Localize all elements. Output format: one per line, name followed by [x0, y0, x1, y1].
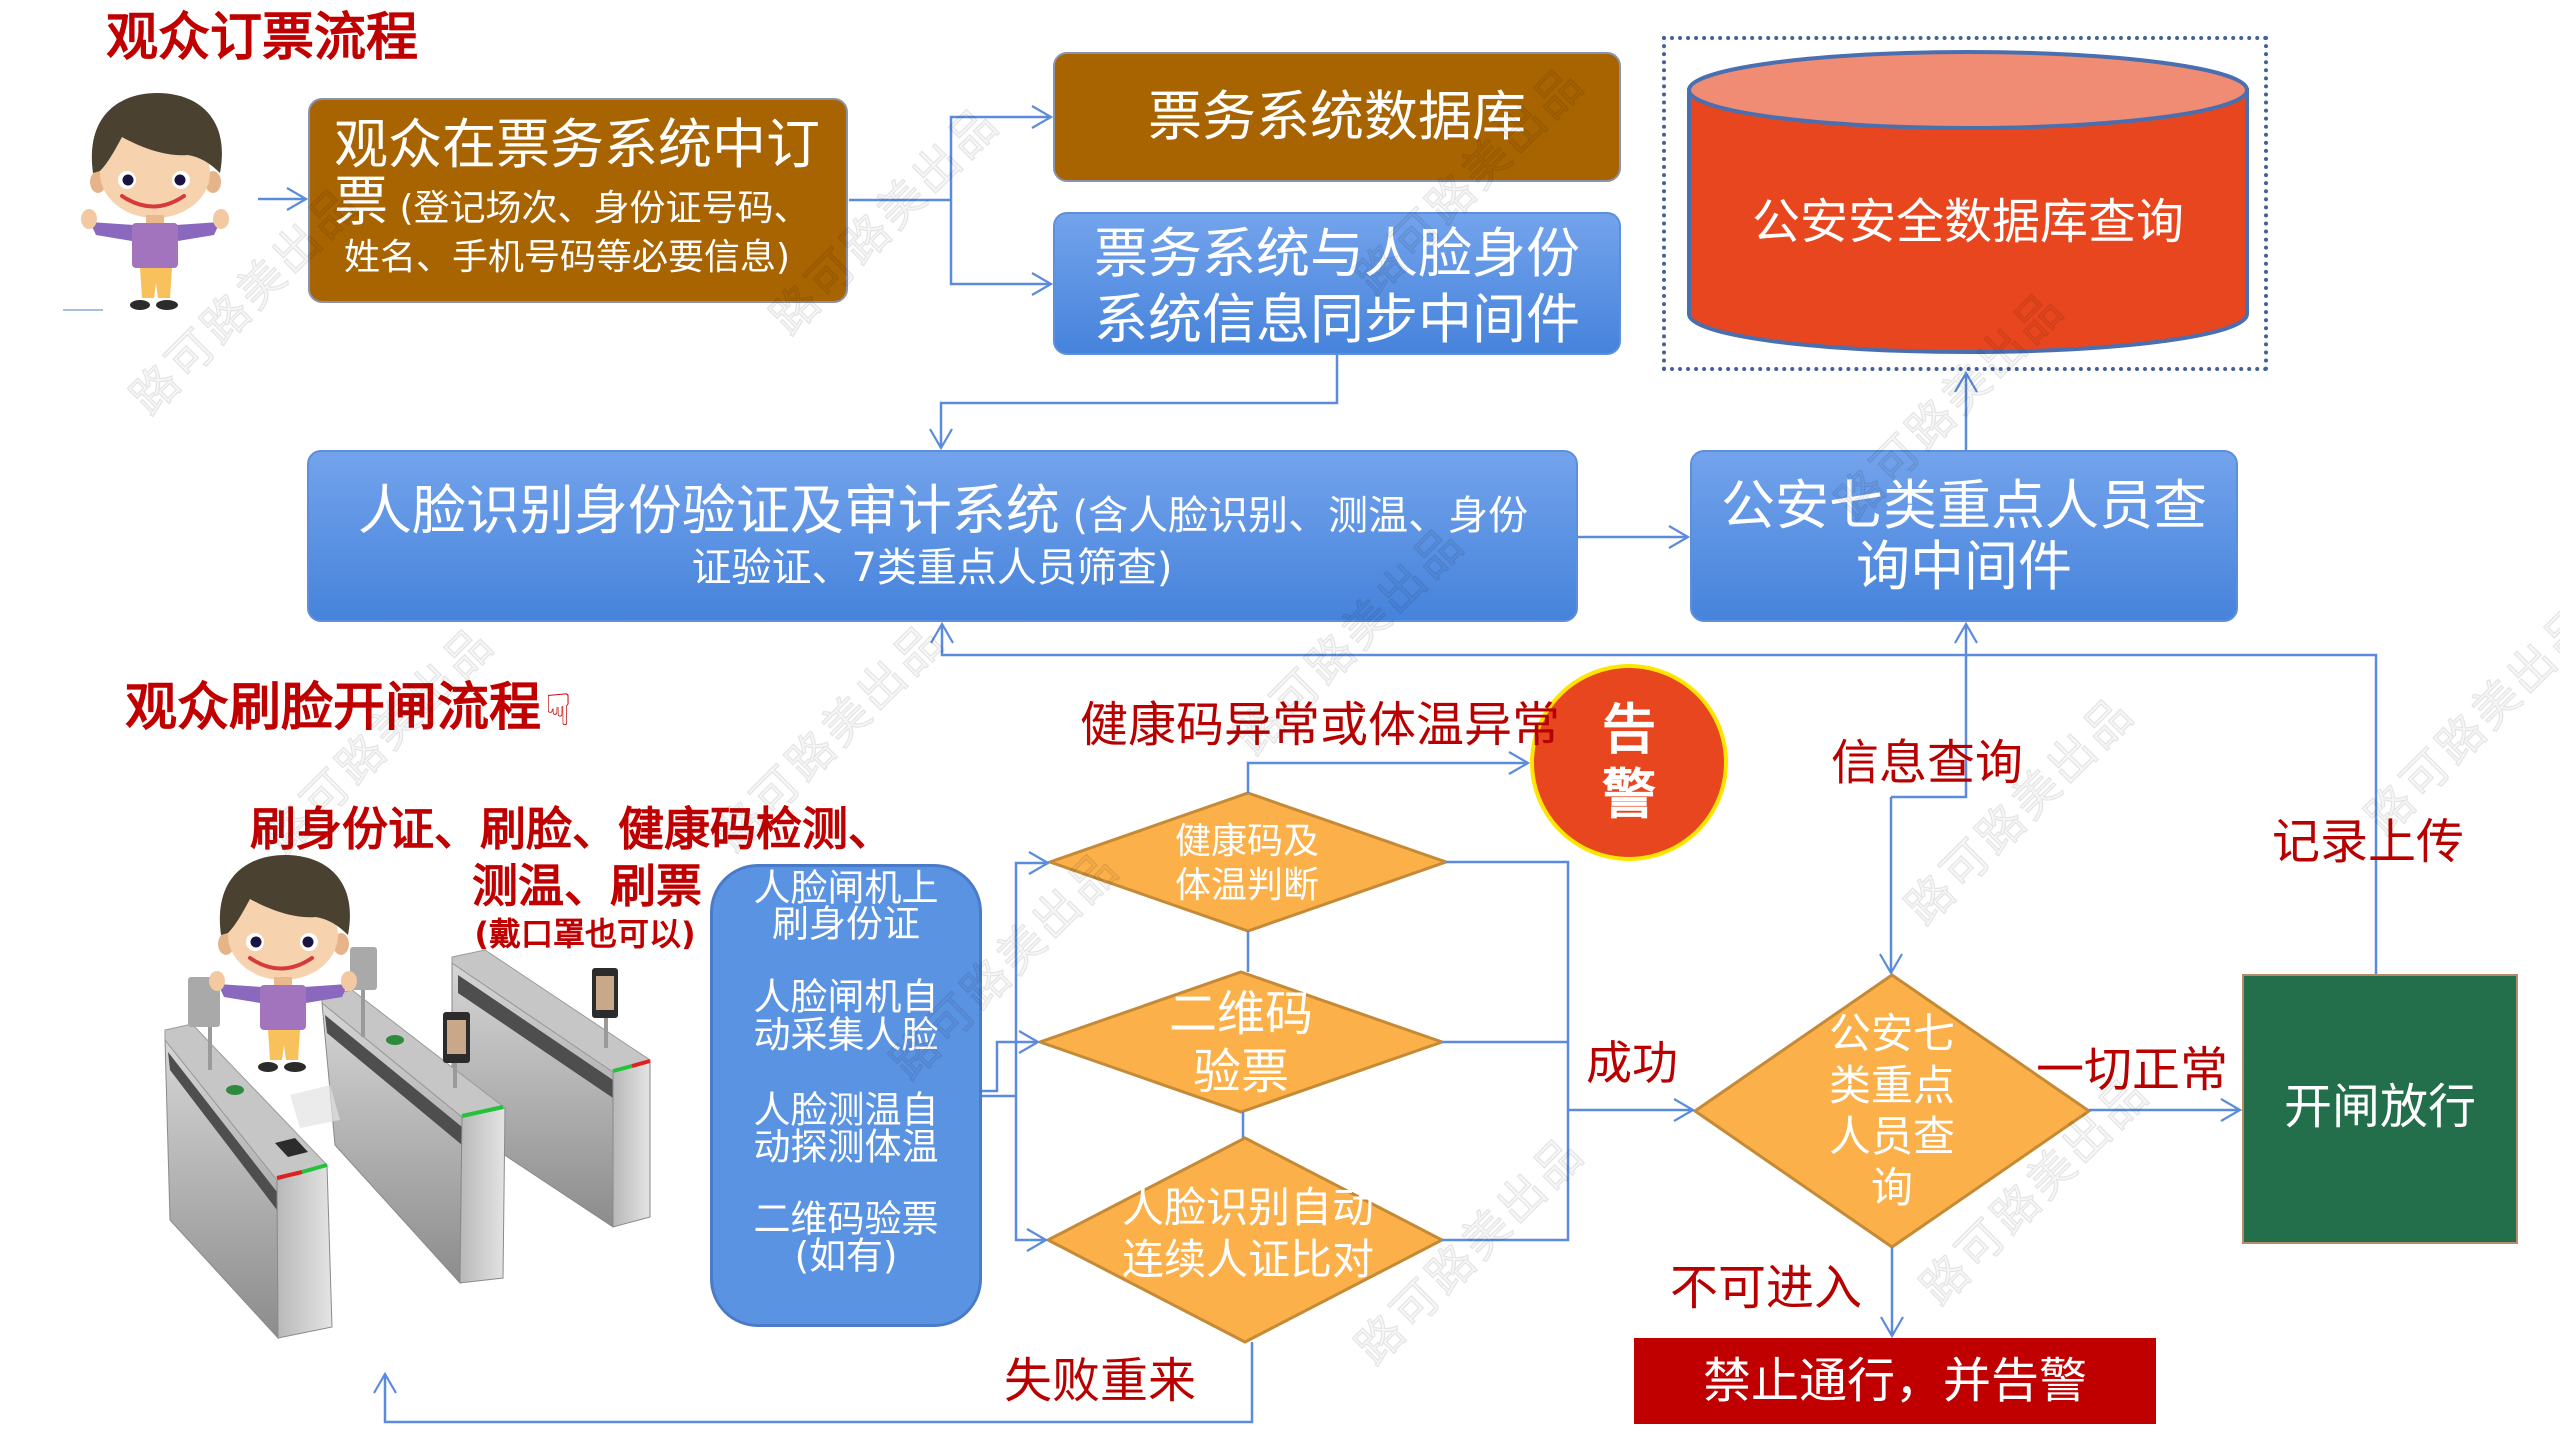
arrow-retry — [385, 1342, 1254, 1424]
pointing-down-hand-icon: ☟ — [545, 685, 572, 736]
label-abnormal: 健康码异常或体温异常 — [1079, 697, 1561, 753]
label-no-entry: 不可进入 — [1669, 1260, 1863, 1316]
gate-step-3-line2: 动探测体温 — [753, 1125, 939, 1169]
arrow-to-alarm — [1246, 763, 1528, 793]
face-audit-detail2: 证验证、7类重点人员筛查) — [691, 545, 1173, 591]
health-temp-check-diamond — [1045, 791, 1451, 933]
sync-middleware-line1: 票务系统与人脸身份 — [1094, 222, 1580, 285]
gate-flow-title-text: 观众刷脸开闸流程 — [125, 678, 542, 738]
police-check-line2: 类重点 — [1828, 1061, 1956, 1110]
sync-middleware-box — [1053, 212, 1621, 355]
police-check-line3: 人员查 — [1828, 1112, 1956, 1161]
gate-step-4-line1: 二维码验票 — [753, 1197, 939, 1241]
arrow-record-upload — [942, 624, 2378, 974]
police-check-line1: 公安七 — [1828, 1009, 1956, 1058]
gate-flow-title: 观众刷脸开闸流程☟ — [125, 682, 572, 734]
arrow-steps-to-health — [1014, 863, 1048, 1096]
label-all-normal: 一切正常 — [2035, 1042, 2229, 1098]
order-box-line1: 观众在票务系统中订 — [334, 113, 820, 176]
gate-step-1-line1: 人脸闸机上 — [753, 866, 939, 910]
deny-entry-box — [1634, 1338, 2156, 1424]
face-audit-line1: 人脸识别身份验证及审计系统 (含人脸识别、测温、身份 — [358, 484, 1528, 538]
order-ticket-box — [308, 98, 848, 303]
instructions-line2: 测温、刷票 — [472, 859, 702, 913]
label-info-query: 信息查询 — [1830, 735, 2024, 791]
open-gate-label: 开闸放行 — [2283, 1079, 2477, 1135]
police-middleware-line2: 询中间件 — [1856, 535, 2072, 598]
instructions-line1: 刷身份证、刷脸、健康码检测、 — [250, 802, 894, 856]
qr-check-line2: 验票 — [1192, 1044, 1290, 1100]
order-box-line3: 姓名、手机号码等必要信息) — [343, 237, 791, 278]
face-match-line1: 人脸识别自动 — [1121, 1183, 1375, 1232]
arrow-steps-to-qr — [982, 1042, 1038, 1093]
label-success: 成功 — [1586, 1036, 1678, 1090]
face-audit-detail1: (含人脸识别、测温、身份 — [1059, 493, 1529, 539]
gate-step-1-line2: 刷身份证 — [772, 902, 920, 946]
police-database-cylinder — [1687, 50, 2249, 354]
instructions-note: (戴口罩也可以) — [474, 915, 696, 953]
turnstile-gates-illustration — [164, 947, 652, 1340]
gate-step-4-line2: (如有) — [794, 1234, 898, 1278]
face-audit-title: 人脸识别身份验证及审计系统 — [357, 479, 1060, 542]
arrow-to-ticket-db — [949, 117, 1051, 200]
order-box-line2-main: 票 — [334, 170, 388, 233]
health-check-line2: 体温判断 — [1174, 865, 1320, 906]
police-check-line4: 询 — [1870, 1163, 1914, 1212]
arrow-middleware-to-audit — [941, 355, 1339, 448]
label-record-upload: 记录上传 — [2271, 814, 2465, 870]
arrow-info-query-up — [1891, 624, 1966, 799]
open-gate-box — [2242, 974, 2518, 1244]
face-match-line2: 连续人证比对 — [1121, 1235, 1375, 1284]
gate-step-3-line1: 人脸测温自 — [753, 1088, 939, 1132]
qr-ticket-check-diamond — [1035, 970, 1447, 1114]
police-middleware-box — [1690, 450, 2238, 622]
arrow-steps-to-face — [1014, 1096, 1046, 1240]
police-database-frame — [1662, 36, 2268, 371]
order-box-line2-detail: (登记场次、身份证号码、 — [388, 188, 810, 229]
gate-steps-box — [710, 864, 982, 1327]
ticket-database-label: 票务系统数据库 — [1148, 85, 1526, 148]
order-box-line2: 票 (登记场次、身份证号码、 — [334, 175, 810, 229]
alarm-char-1: 告 — [1602, 698, 1656, 761]
alarm-circle — [1530, 664, 1728, 861]
face-audit-system-box — [307, 450, 1578, 622]
alarm-char-2: 警 — [1602, 763, 1656, 826]
face-id-match-diamond — [1044, 1136, 1446, 1344]
label-retry: 失败重来 — [1003, 1353, 1197, 1409]
health-check-line1: 健康码及 — [1174, 821, 1320, 862]
ticket-database-box — [1053, 52, 1621, 182]
gate-step-2-line2: 动采集人脸 — [753, 1013, 939, 1057]
audience-figure-booking — [79, 91, 231, 312]
sync-middleware-line2: 系统信息同步中间件 — [1094, 288, 1580, 351]
police-database-label: 公安安全数据库查询 — [1751, 194, 2185, 250]
booking-flow-title: 观众订票流程 — [106, 8, 419, 68]
deny-entry-label: 禁止通行，并告警 — [1702, 1353, 2088, 1409]
gate-step-2-line1: 人脸闸机自 — [753, 975, 939, 1019]
qr-check-line1: 二维码 — [1168, 986, 1314, 1042]
connector-lines — [258, 117, 2378, 1424]
arrow-to-sync-middleware — [949, 200, 1051, 284]
police-middleware-line1: 公安七类重点人员查 — [1721, 474, 2207, 537]
